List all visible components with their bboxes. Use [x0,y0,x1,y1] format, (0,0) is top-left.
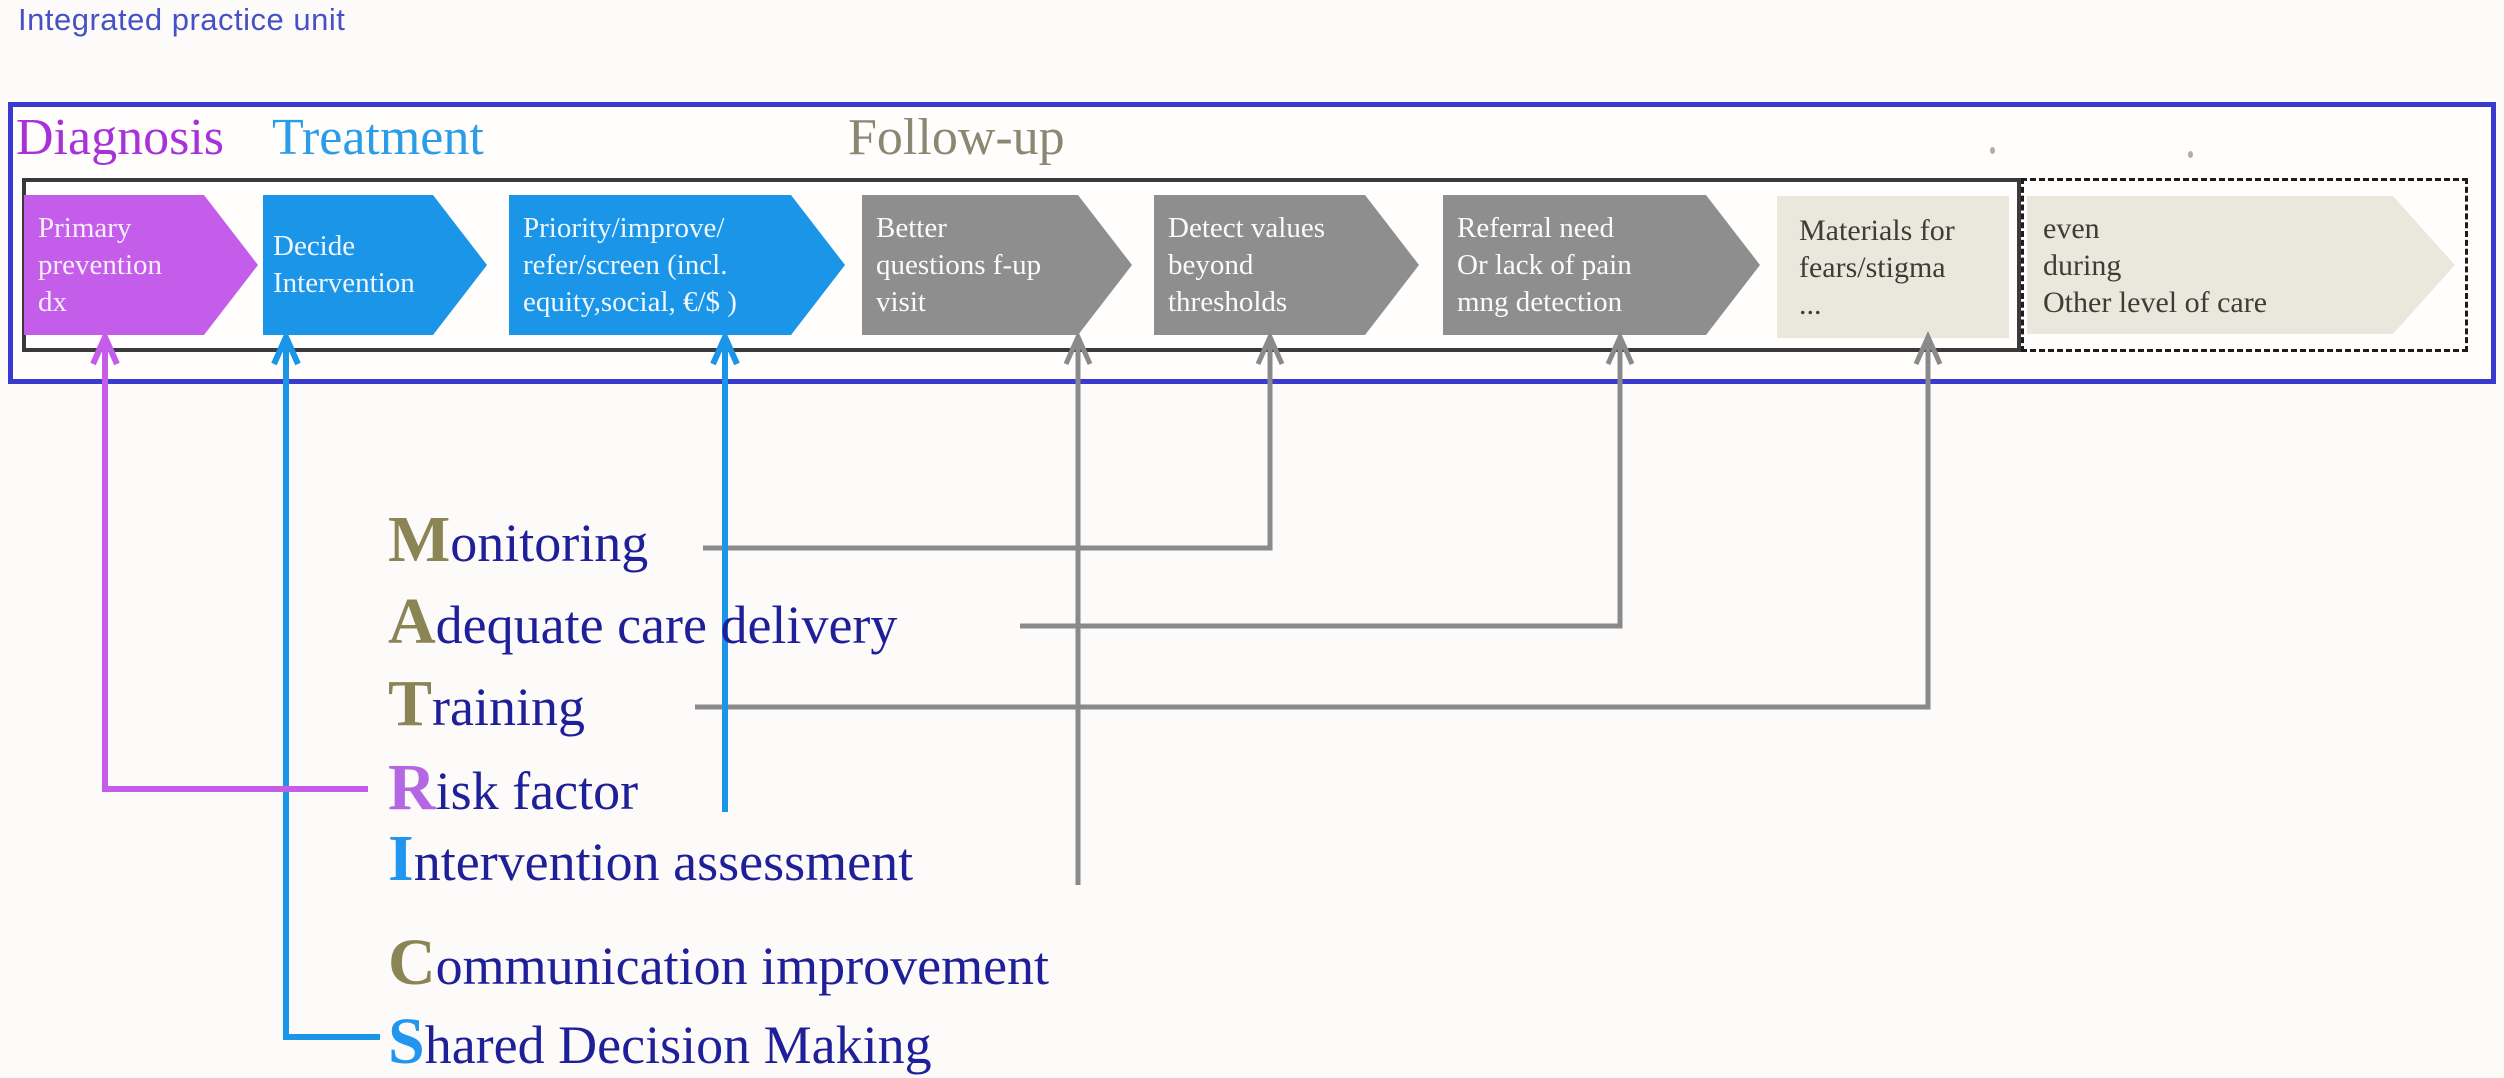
matrics-rest: ntervention assessment [413,832,914,892]
stray-mark [2188,151,2193,158]
matrics-initial: R [388,751,436,824]
header-treatment: Treatment [272,109,484,166]
step-priority-improve-refer-screen: Priority/improve/ refer/screen (incl. eq… [509,195,845,335]
matrics-item-adequate-care-delivery: Adequate care delivery [388,587,897,660]
matrics-item-intervention-assessment: Intervention assessment [388,824,913,897]
page-title: Integrated practice unit [18,2,346,37]
step-primary-prevention: Primary prevention dx [24,195,258,335]
matrics-initial: I [388,822,414,895]
purple-connectors [90,329,368,792]
step-better-questions: Better questions f-up visit [862,195,1132,335]
step-decide-intervention: Decide Intervention [263,195,487,335]
matrics-item-training: Training [388,669,585,742]
matrics-initial: A [388,585,436,658]
stray-mark [1990,147,1995,154]
matrics-item-communication-improvement: Communication improvement [388,928,1049,1001]
matrics-rest: dequate care delivery [435,595,898,655]
matrics-item-shared-decision-making: Shared Decision Making [388,1007,932,1078]
matrics-rest: isk factor [435,761,639,821]
matrics-rest: ommunication improvement [435,936,1050,996]
matrics-initial: S [388,1005,425,1078]
connector-risk-factor [102,341,368,792]
step-detect-values: Detect values beyond thresholds [1154,195,1419,335]
step-materials-fears-stigma: Materials for fears/stigma ... [1777,196,2009,338]
matrics-item-risk-factor: Risk factor [388,753,638,826]
matrics-initial: M [388,503,451,576]
step-referral-need: Referral need Or lack of pain mng detect… [1443,195,1760,335]
matrics-initial: C [388,926,436,999]
header-diagnosis: Diagnosis [16,109,224,166]
matrics-rest: hared Decision Making [424,1015,932,1075]
step-other-level-of-care: even during Other level of care [2027,196,2455,334]
matrics-initial: T [388,667,433,740]
matrics-item-monitoring: Monitoring [388,505,648,578]
matrics-rest: raining [432,677,585,737]
connector-shared-decision-making [283,341,380,1040]
matrics-rest: onitoring [450,513,649,573]
other-level-of-care-dashed-box [2021,178,2468,352]
header-follow-up: Follow-up [848,109,1065,166]
